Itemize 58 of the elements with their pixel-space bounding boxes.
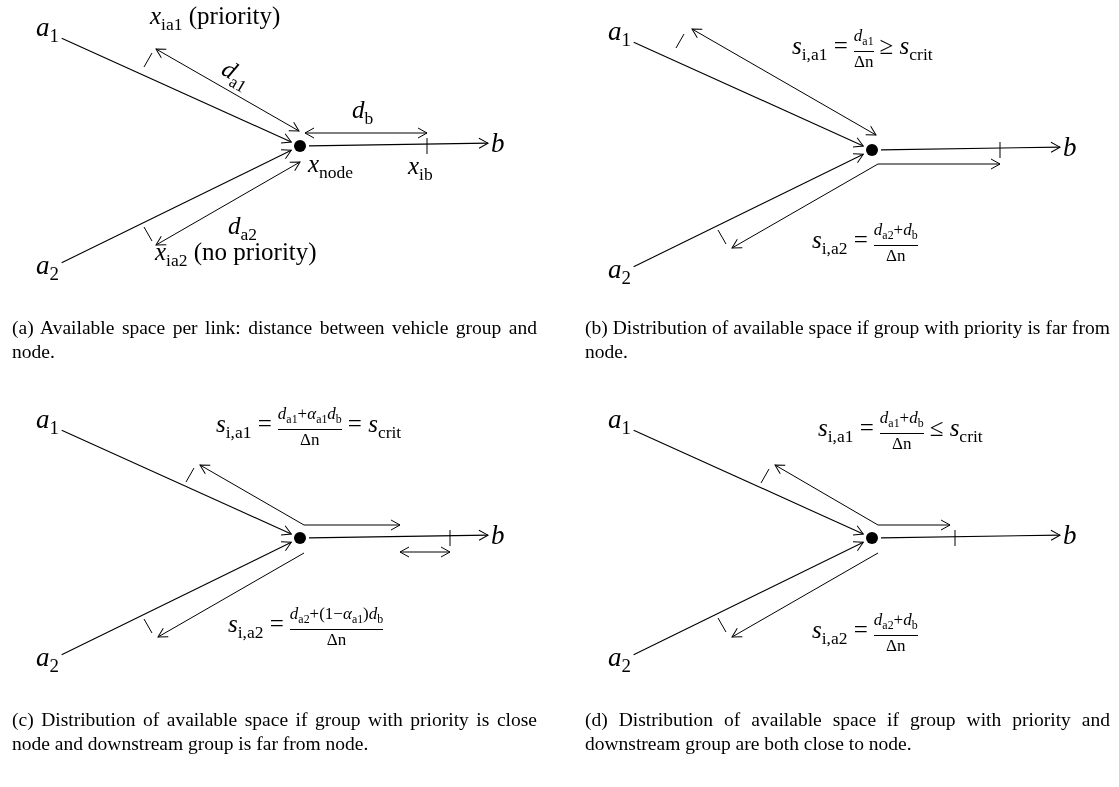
formula-text: s$_{i,a1}$ = [792, 32, 848, 66]
node-label: a$_{1}$ [36, 12, 59, 52]
arrow [880, 529, 1061, 541]
node-label: b [1063, 132, 1077, 162]
node-label: b [491, 128, 505, 158]
node-label: a$_{2}$ [608, 642, 631, 682]
fraction-numerator: d$_{a2}$+d$_{b}$ [873, 610, 918, 635]
figure-caption: (d) Distribution of available space if group with priority and downstream group are both close to node. [585, 708, 1110, 756]
formula-text: s$_{i,a2}$ = [812, 226, 868, 260]
formula-text: s$_{i,a2}$ = [812, 616, 868, 650]
arrow [633, 153, 864, 268]
fraction-numerator: d$_{a1}$ [853, 26, 874, 51]
fraction-numerator: d$_{a2}$+(1−α$_{a1}$)d$_{b}$ [289, 604, 384, 629]
math-label: x$_{node}$ [308, 150, 354, 184]
math-label: d$_{b}$ [352, 96, 374, 130]
node-label: a$_{1}$ [608, 404, 631, 444]
node-label: a$_{2}$ [36, 642, 59, 682]
node-label: a$_{1}$ [36, 404, 59, 444]
math-label: x$_{ib}$ [408, 152, 433, 186]
figure-caption: (a) Available space per link: distance between vehicle group and node. [12, 316, 537, 364]
arrow [61, 429, 292, 536]
fraction-denominator: Δn [873, 245, 918, 266]
fraction-numerator: d$_{a1}$+α$_{a1}$d$_{b}$ [277, 404, 342, 429]
fraction-denominator: Δn [879, 433, 924, 454]
junction-dot [294, 140, 306, 152]
formula-text: ≤ s$_{crit}$ [929, 414, 983, 448]
node-label: a$_{2}$ [608, 254, 631, 294]
math-label: x$_{ia1}$ (priority) [150, 2, 281, 36]
fraction-numerator: d$_{a1}$+d$_{b}$ [879, 408, 924, 433]
arrow [308, 137, 489, 149]
node-label: a$_{2}$ [36, 250, 59, 290]
arrow [633, 429, 864, 536]
formula-text: s$_{i,a1}$ = [216, 410, 272, 444]
figure-caption: (c) Distribution of available space if group with priority is close node and downstream group is far from node. [12, 708, 537, 756]
formula-text: ≥ s$_{crit}$ [879, 32, 933, 66]
formula-text: s$_{i,a2}$ = [228, 610, 284, 644]
fraction-denominator: Δn [289, 629, 384, 650]
arrow [61, 37, 292, 144]
arrow [633, 41, 864, 148]
fraction-denominator: Δn [873, 635, 918, 656]
fraction-numerator: d$_{a2}$+d$_{b}$ [873, 220, 918, 245]
junction-dot [866, 532, 878, 544]
formula-text: s$_{i,a1}$ = [818, 414, 874, 448]
arrow [880, 141, 1061, 153]
node-label: b [491, 520, 505, 550]
formula-text: = s$_{crit}$ [347, 410, 402, 444]
figure-caption: (b) Distribution of available space if group with priority is far from node. [585, 316, 1110, 364]
arrow [633, 541, 864, 656]
arrow [61, 149, 292, 264]
node-label: a$_{1}$ [608, 16, 631, 56]
math-label: d$_{a2}$ [228, 212, 258, 244]
arrow [61, 541, 292, 656]
fraction-denominator: Δn [853, 51, 874, 72]
junction-dot [294, 532, 306, 544]
arrow [308, 529, 489, 541]
fraction-denominator: Δn [277, 429, 342, 450]
node-label: b [1063, 520, 1077, 550]
junction-dot [866, 144, 878, 156]
